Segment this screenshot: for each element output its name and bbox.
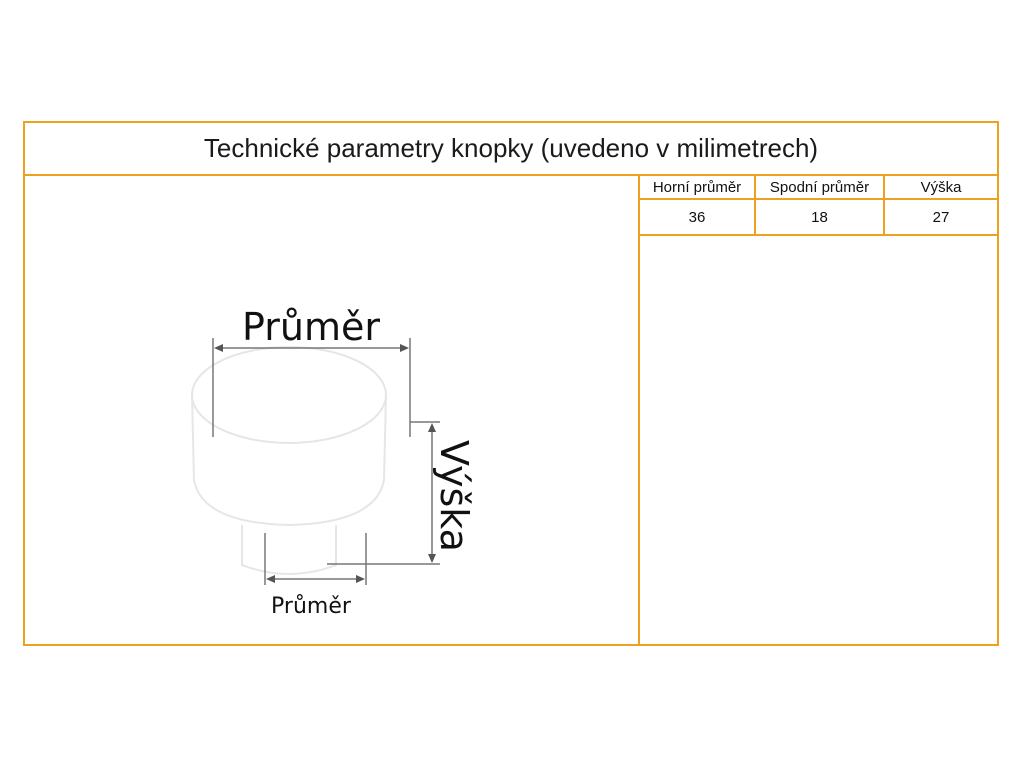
header-top-diameter: Horní průměr bbox=[640, 176, 756, 200]
bottom-diameter-arrow-right bbox=[356, 575, 365, 583]
parameters-panel: Horní průměr Spodní průměr Výška 36 18 2… bbox=[640, 176, 997, 644]
knob-diagram: Průměr Výška Průměr bbox=[191, 305, 476, 619]
top-diameter-label: Průměr bbox=[242, 305, 380, 349]
table-row: 36 18 27 bbox=[640, 198, 997, 236]
page-title: Technické parametry knopky (uvedeno v mi… bbox=[25, 123, 997, 176]
height-label: Výška bbox=[432, 440, 476, 552]
height-arrow-bottom bbox=[428, 554, 436, 563]
value-top-diameter: 36 bbox=[640, 198, 756, 236]
parameters-table: Horní průměr Spodní průměr Výška 36 18 2… bbox=[640, 176, 997, 236]
value-bottom-diameter: 18 bbox=[754, 198, 885, 236]
knob-diagram-panel: Průměr Výška Průměr bbox=[25, 176, 640, 644]
table-header-row: Horní průměr Spodní průměr Výška bbox=[640, 176, 997, 200]
top-diameter-arrow-left bbox=[214, 344, 223, 352]
height-arrow-top bbox=[428, 423, 436, 432]
knob-shape bbox=[191, 346, 387, 575]
spec-frame: Technické parametry knopky (uvedeno v mi… bbox=[23, 121, 999, 646]
header-height: Výška bbox=[883, 176, 997, 200]
header-bottom-diameter: Spodní průměr bbox=[754, 176, 885, 200]
bottom-diameter-label: Průměr bbox=[271, 594, 352, 619]
bottom-diameter-arrow-left bbox=[266, 575, 275, 583]
top-diameter-arrow-right bbox=[400, 344, 409, 352]
value-height: 27 bbox=[883, 198, 997, 236]
